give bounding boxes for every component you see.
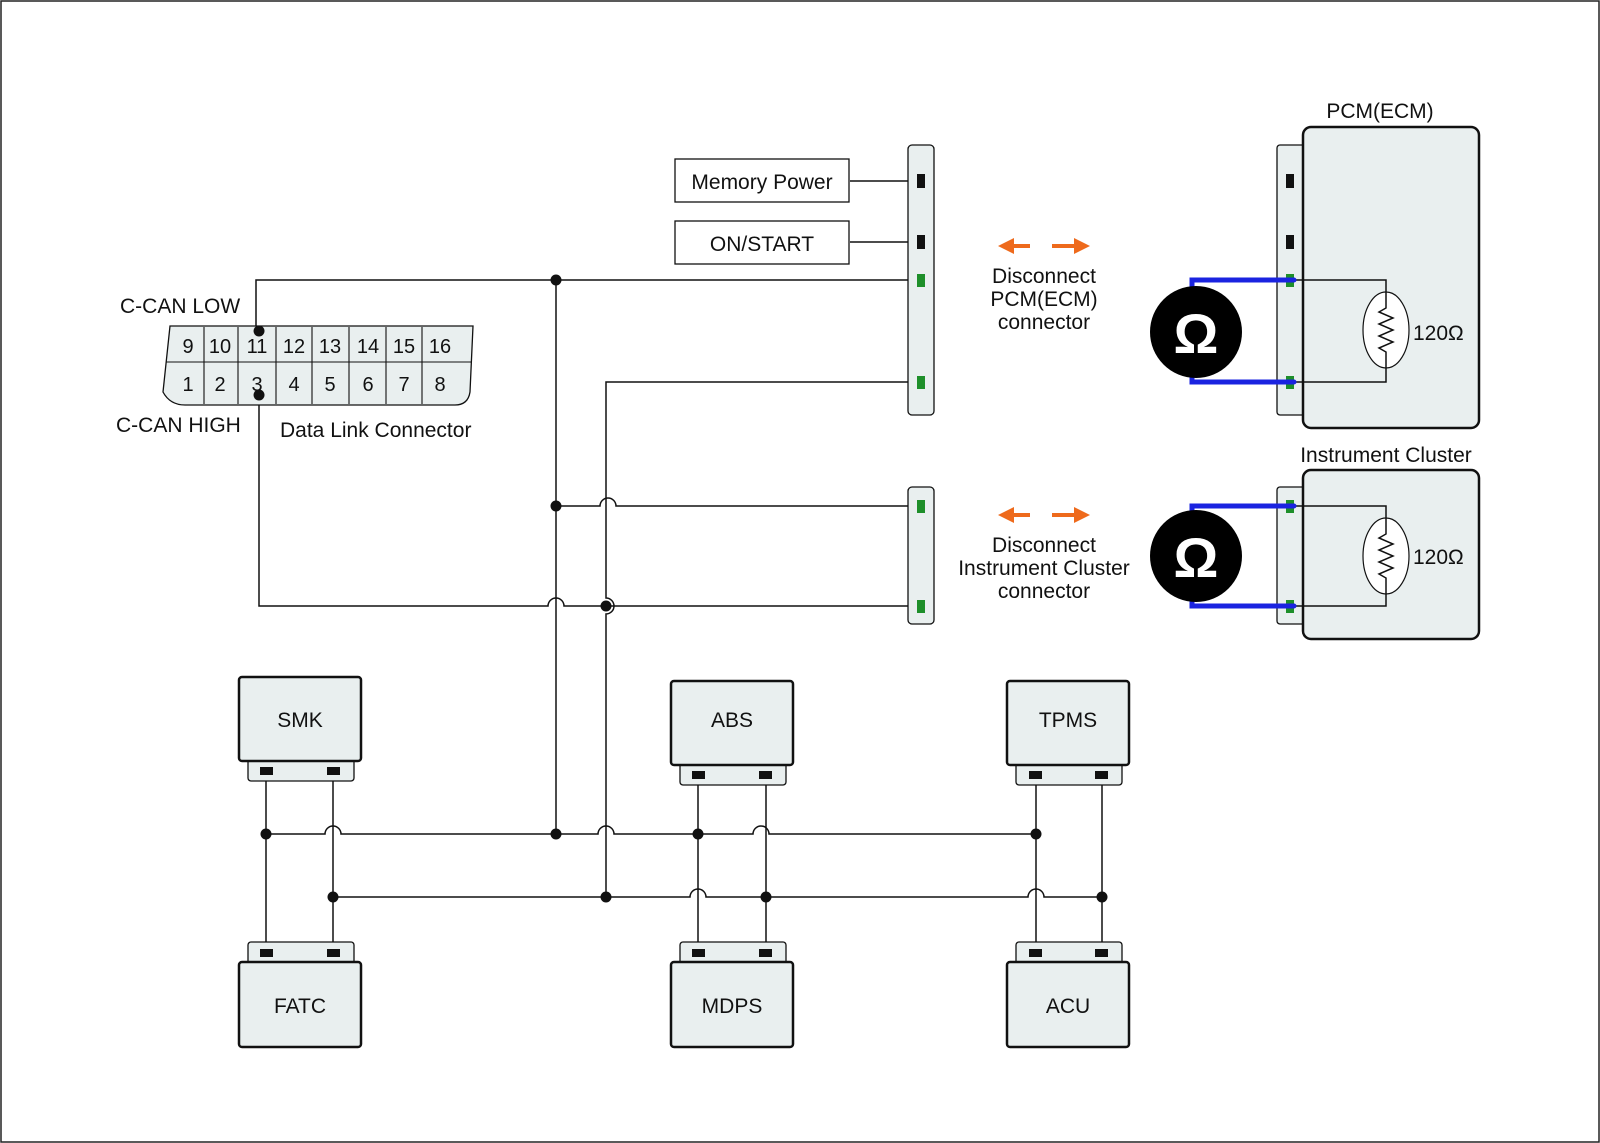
on-start-box: ON/START	[674, 220, 850, 265]
cluster-disconnect-text: Disconnect Instrument Cluster connector	[958, 534, 1130, 603]
dlc-pin-label: 15	[393, 336, 415, 358]
pcm-ohmmeter: Ω	[1150, 277, 1297, 385]
acu-module: ACU	[1005, 941, 1131, 1049]
dlc-pin-label: 9	[182, 336, 193, 358]
svg-text:Disconnect: Disconnect	[992, 534, 1096, 557]
cluster-module: Instrument Cluster 120Ω	[1276, 444, 1481, 641]
pcm-resistor-label: 120Ω	[1413, 322, 1464, 345]
ohmmeter-icon	[1150, 510, 1242, 602]
pcm-resistor-icon	[1362, 291, 1410, 369]
cluster-disconnect-arrow-icon	[998, 507, 1090, 523]
pcm-module: PCM(ECM) 120Ω	[1276, 100, 1481, 430]
memory-power-label: Memory Power	[691, 171, 832, 194]
on-start-label: ON/START	[710, 233, 814, 256]
dlc-pin-label: 2	[214, 374, 225, 396]
smk-label: SMK	[277, 709, 323, 732]
dlc-pin-label: 7	[398, 374, 409, 396]
memory-power-box: Memory Power	[674, 158, 850, 203]
pin-3-dot	[253, 389, 265, 401]
svg-text:connector: connector	[998, 580, 1090, 603]
can-wiring	[255, 180, 1103, 949]
pcm-harness-connector	[907, 144, 935, 416]
smk-module: SMK	[237, 675, 363, 782]
svg-text:Disconnect: Disconnect	[992, 265, 1096, 288]
svg-text:Ω: Ω	[1174, 302, 1219, 365]
svg-text:Instrument Cluster: Instrument Cluster	[958, 557, 1130, 580]
dlc-pin-label: 5	[324, 374, 335, 396]
mdps-module: MDPS	[669, 941, 795, 1049]
dlc-pin-label: 8	[434, 374, 445, 396]
abs-label: ABS	[711, 709, 753, 732]
tpms-label: TPMS	[1039, 709, 1097, 732]
svg-text:Ω: Ω	[1174, 526, 1219, 589]
pin-11-dot	[253, 325, 265, 337]
fatc-module: FATC	[237, 941, 363, 1049]
dlc-pin-label: 13	[319, 336, 341, 358]
cluster-resistor-icon	[1362, 517, 1410, 595]
dlc-pin-label: 1	[182, 374, 193, 396]
dlc-pin-label: 14	[357, 336, 379, 358]
c-can-high-label: C-CAN HIGH	[116, 414, 241, 437]
cluster-title: Instrument Cluster	[1300, 444, 1472, 467]
dlc-pin-label: 6	[362, 374, 373, 396]
pcm-disconnect-arrow-icon	[998, 238, 1090, 254]
dlc-pin-label: 3	[251, 374, 262, 396]
svg-text:connector: connector	[998, 311, 1090, 334]
abs-module: ABS	[669, 679, 795, 786]
dlc-pin-label: 11	[247, 336, 268, 358]
svg-text:PCM(ECM): PCM(ECM)	[990, 288, 1097, 311]
fatc-label: FATC	[274, 995, 326, 1018]
acu-label: ACU	[1046, 995, 1090, 1018]
pcm-title: PCM(ECM)	[1326, 100, 1433, 123]
c-can-low-label: C-CAN LOW	[120, 295, 240, 318]
cluster-harness-connector	[907, 486, 935, 625]
dlc-pin-label: 16	[429, 336, 451, 358]
cluster-resistor-label: 120Ω	[1413, 546, 1464, 569]
dlc-pin-label: 4	[288, 374, 299, 396]
dlc-pin-label: 10	[209, 336, 231, 358]
pcm-disconnect-text: Disconnect PCM(ECM) connector	[990, 265, 1097, 334]
ohmmeter-icon	[1150, 286, 1242, 378]
junction-dots	[260, 274, 1108, 903]
tpms-module: TPMS	[1005, 679, 1131, 786]
cluster-ohmmeter: Ω	[1150, 503, 1297, 609]
dlc-name-label: Data Link Connector	[280, 419, 471, 442]
dlc-pin-label: 12	[283, 336, 305, 358]
mdps-label: MDPS	[702, 995, 763, 1018]
